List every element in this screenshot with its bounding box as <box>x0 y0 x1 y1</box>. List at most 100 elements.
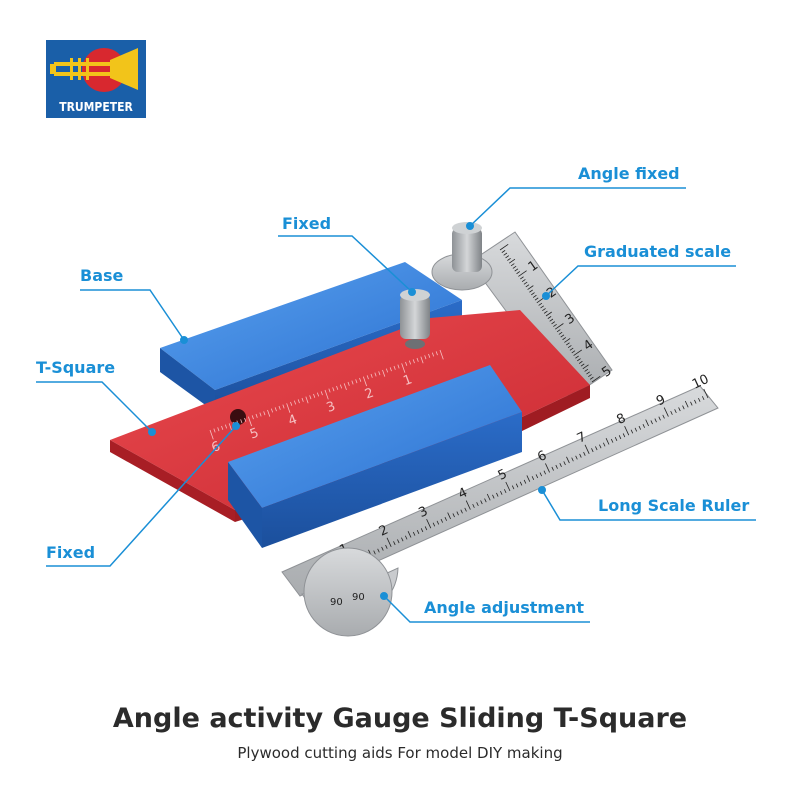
scale-tick <box>645 419 649 427</box>
svg-text:90: 90 <box>352 592 365 603</box>
scale-tick <box>420 528 424 533</box>
scale-tick <box>531 476 535 481</box>
scale-tick <box>543 470 547 475</box>
svg-text:90: 90 <box>330 597 343 608</box>
scale-tick <box>486 493 491 501</box>
scale-tick <box>642 423 646 428</box>
scale-tick <box>343 383 347 391</box>
scale-tick <box>525 284 530 288</box>
scale-tick <box>573 349 583 356</box>
scale-tick <box>529 289 533 293</box>
scale-tick <box>460 509 463 514</box>
scale-tick <box>701 396 705 401</box>
scale-tick <box>690 401 693 406</box>
scale-tick <box>408 360 412 365</box>
scale-tick <box>535 474 539 479</box>
scale-tick <box>684 400 689 408</box>
scale-tick <box>464 507 467 512</box>
scale-tick <box>663 407 669 417</box>
scale-tick <box>543 310 548 314</box>
fixed-screw-top <box>400 289 430 349</box>
scale-tick <box>426 519 432 529</box>
scale-tick <box>282 404 285 409</box>
scale-tick <box>439 349 444 360</box>
scale-tick <box>540 305 544 309</box>
scale-tick <box>569 347 574 351</box>
thumb-screw-icon <box>452 228 482 272</box>
scale-tick <box>545 311 552 317</box>
scale-tick <box>516 271 521 275</box>
scale-tick <box>389 367 392 372</box>
scale-tick <box>526 475 531 482</box>
callout-lines <box>36 187 756 623</box>
scale-tick <box>523 281 528 285</box>
scale-tick <box>567 345 572 349</box>
scale-tick <box>579 453 582 458</box>
scale-tick <box>286 403 291 413</box>
scale-tick <box>501 250 506 253</box>
scale-tick <box>435 351 438 356</box>
scale-tick <box>698 397 701 402</box>
scale-tick <box>559 463 562 467</box>
scale-tick <box>428 353 431 358</box>
scale-tick <box>562 337 567 341</box>
scale-tick <box>638 425 642 430</box>
scale-tick <box>531 292 535 296</box>
scale-tick <box>591 375 601 383</box>
scale-tick <box>297 399 300 404</box>
scale-tick <box>397 364 400 369</box>
scale-tick <box>366 375 369 380</box>
scale-tick <box>251 415 254 420</box>
scale-tick <box>401 363 406 373</box>
scale-tick <box>452 513 455 518</box>
scale-tick <box>224 424 228 429</box>
scale-tick <box>221 425 224 430</box>
scale-tick <box>556 329 561 333</box>
callout-base: Base <box>80 266 124 285</box>
scale-number: 10 <box>690 372 711 393</box>
scale-tick <box>650 420 653 425</box>
scale-tick <box>605 438 610 445</box>
scale-tick <box>397 539 400 544</box>
scale-tick <box>507 257 511 261</box>
scale-tick <box>377 548 380 553</box>
scale-tick <box>511 485 515 490</box>
scale-tick <box>654 418 657 423</box>
scale-number: 5 <box>599 364 614 381</box>
scale-tick <box>500 490 503 495</box>
trumpet-icon <box>46 40 146 96</box>
scale-tick <box>588 374 592 378</box>
scale-tick <box>602 442 606 447</box>
scale-tick <box>523 479 527 484</box>
scale-tick <box>521 279 526 283</box>
scale-tick <box>610 438 614 443</box>
callout-angle-adjustment: Angle adjustment <box>424 598 584 617</box>
scale-tick <box>563 461 566 466</box>
scale-tick <box>560 334 565 338</box>
scale-tick <box>532 294 537 298</box>
callout-fixed-top: Fixed <box>282 214 332 233</box>
scale-tick <box>228 423 232 431</box>
scale-tick <box>382 369 386 377</box>
scale-tick <box>512 265 517 269</box>
scale-tick <box>440 518 444 523</box>
scale-tick <box>480 500 483 505</box>
scale-tick <box>336 385 339 390</box>
scale-tick <box>508 258 516 264</box>
scale-tick <box>499 243 509 251</box>
scale-tick <box>420 356 424 364</box>
scale-tick <box>293 400 297 405</box>
product-title: Angle activity Gauge Sliding T-Square <box>112 703 688 734</box>
scale-tick <box>551 466 554 471</box>
scale-tick <box>355 379 358 384</box>
scale-tick <box>320 391 323 396</box>
scale-tick <box>542 308 546 312</box>
scale-tick <box>267 409 271 417</box>
callout-angle-fixed: Angle fixed <box>578 164 680 183</box>
thumb-screw-icon <box>400 295 430 339</box>
scale-tick <box>374 372 377 377</box>
scale-tick <box>316 392 320 397</box>
scale-tick <box>278 405 281 410</box>
